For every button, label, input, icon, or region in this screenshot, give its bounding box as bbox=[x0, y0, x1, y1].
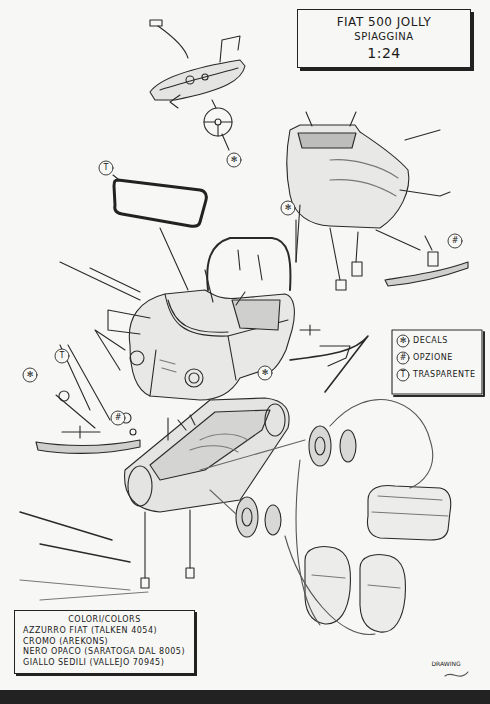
callout-symbol: # bbox=[452, 237, 459, 245]
heading-text: COLORI/COLORS bbox=[23, 615, 186, 626]
callout-symbol: # bbox=[115, 414, 122, 422]
legend-entry: DECALS bbox=[413, 336, 448, 345]
body-text: AZZURRO FIAT (TALKEN 4054) bbox=[23, 626, 186, 637]
body-text: NERO OPACO (SARATOGA DAL 8005) bbox=[23, 647, 186, 658]
callout-symbol: ✻ bbox=[400, 337, 407, 345]
callout-symbol: T bbox=[60, 352, 65, 360]
body-text: SPIAGGINA bbox=[306, 30, 462, 44]
callout-symbol: T bbox=[401, 371, 406, 379]
heading-text: FIAT 500 JOLLY bbox=[306, 14, 462, 30]
body-text: CROMO (AREKONS) bbox=[23, 637, 186, 648]
callout-symbol: ✻ bbox=[262, 369, 269, 377]
callout-symbol: ✻ bbox=[285, 204, 292, 212]
callout-symbol: # bbox=[400, 354, 407, 362]
callout-symbol: ✻ bbox=[27, 371, 34, 379]
title-box: FIAT 500 JOLLYSPIAGGINA1:24 bbox=[297, 9, 471, 68]
legend-entry: OPZIONE bbox=[413, 353, 453, 362]
callout-symbol: ✻ bbox=[231, 156, 238, 164]
legend-entry: TRASPARENTE bbox=[413, 370, 476, 379]
photo-edge bbox=[0, 690, 490, 704]
callout-symbol: T bbox=[104, 164, 109, 172]
body-text: 1:24 bbox=[306, 44, 462, 63]
color-table: COLORI/COLORSAZZURRO FIAT (TALKEN 4054)C… bbox=[14, 610, 195, 674]
signature: DRAWING bbox=[431, 661, 460, 667]
body-text: GIALLO SEDILI (VALLEJO 70945) bbox=[23, 658, 186, 669]
